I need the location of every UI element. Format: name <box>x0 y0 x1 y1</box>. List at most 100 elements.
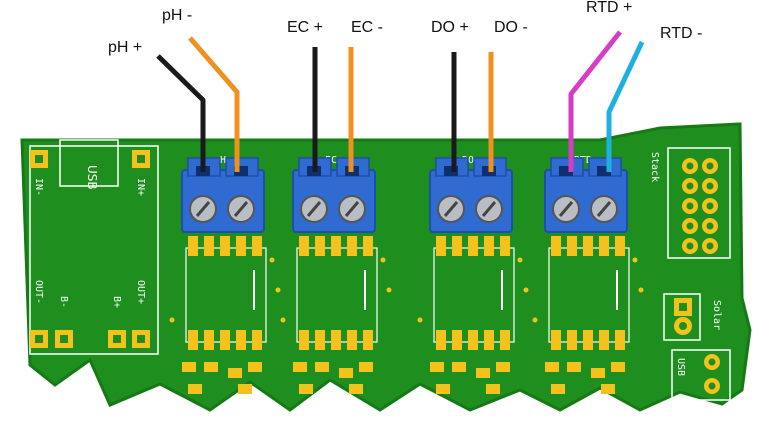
chip-pad <box>500 330 510 350</box>
chip-pad <box>188 236 198 256</box>
wire-line <box>188 36 240 172</box>
chip-pad <box>551 330 561 350</box>
chip-pad <box>188 330 198 350</box>
wire-doplus: DO + <box>431 19 469 172</box>
chip-pad <box>567 236 577 256</box>
screw-terminal-icon <box>429 157 513 233</box>
silk-usb-small: USB <box>675 358 686 376</box>
chip-pad <box>452 236 462 256</box>
channel-ec: EC <box>280 155 392 394</box>
chip-pad <box>468 330 478 350</box>
silk-b-minus: B- <box>58 296 69 308</box>
via <box>275 287 281 293</box>
wire-dominus: DO - <box>488 19 528 172</box>
chip-pad <box>363 330 373 350</box>
screw-terminal-icon <box>292 157 376 233</box>
chip-pad <box>500 236 510 256</box>
chip-pad <box>236 236 246 256</box>
wire-label: pH + <box>108 39 142 56</box>
wire-line <box>156 54 206 172</box>
wire-line <box>606 40 645 172</box>
wire-label: DO - <box>494 19 528 36</box>
wire-label: pH - <box>162 7 192 24</box>
wire-phplus: pH + <box>108 39 206 172</box>
chip-pad <box>363 236 373 256</box>
stack-header <box>667 147 731 259</box>
chip-pad <box>484 236 494 256</box>
channel-do: DO <box>417 155 529 394</box>
silk-stack: Stack <box>649 152 660 182</box>
chip-pad <box>220 330 230 350</box>
screw-terminal-icon <box>181 157 265 233</box>
silk-in-minus: IN- <box>33 178 44 196</box>
smd-components <box>545 362 625 394</box>
via <box>638 287 644 293</box>
chip-pad <box>615 330 625 350</box>
chip-pad <box>236 330 246 350</box>
chip-pad <box>299 330 309 350</box>
chip-pad <box>583 330 593 350</box>
chip-pad <box>452 330 462 350</box>
via <box>417 317 423 323</box>
via <box>280 317 286 323</box>
via <box>517 257 523 263</box>
silk-out-minus: OUT- <box>33 280 44 304</box>
chip-pad <box>347 236 357 256</box>
smd-components <box>293 362 373 394</box>
power-module <box>29 139 159 355</box>
usb-small-connector <box>671 349 731 401</box>
wire-ecplus: EC + <box>287 19 323 172</box>
via <box>169 317 175 323</box>
chip-pad <box>220 236 230 256</box>
wire-line <box>568 30 622 172</box>
smd-components <box>430 362 510 394</box>
solar-connector <box>663 293 701 341</box>
chip-pad <box>204 236 214 256</box>
chip-pad <box>436 330 446 350</box>
chip-pad <box>315 330 325 350</box>
chip-pad <box>252 330 262 350</box>
chip-pad <box>551 236 561 256</box>
silk-b-plus: B+ <box>111 296 122 308</box>
wire-ecminus: EC - <box>348 19 383 172</box>
wire-rtdplus: RTD + <box>568 0 632 172</box>
wire-label: DO + <box>431 19 469 36</box>
usb-connector <box>59 139 119 187</box>
via <box>523 287 529 293</box>
via <box>632 257 638 263</box>
silk-out-plus: OUT+ <box>135 280 146 304</box>
chip-pad <box>315 236 325 256</box>
chip-pad <box>599 236 609 256</box>
wire-label: EC + <box>287 19 323 36</box>
via <box>380 257 386 263</box>
chip-pad <box>615 236 625 256</box>
wire-label: RTD - <box>660 25 702 42</box>
wire-phminus: pH - <box>162 7 240 172</box>
stack-header-outline <box>667 147 731 259</box>
wire-label: EC - <box>351 19 383 36</box>
chip-pad <box>583 236 593 256</box>
silk-solar: Solar <box>711 300 722 330</box>
screw-terminal-icon <box>544 157 628 233</box>
chip-pad <box>299 236 309 256</box>
wire-label: RTD + <box>586 0 632 16</box>
chip-pad <box>331 330 341 350</box>
silk-in-plus: IN+ <box>135 178 146 196</box>
silk-usb: USB <box>85 165 99 190</box>
chip-pad <box>468 236 478 256</box>
wire-rtdminus: RTD - <box>606 25 702 172</box>
via <box>386 287 392 293</box>
chip-pad <box>204 330 214 350</box>
chip-pad <box>252 236 262 256</box>
chip-pad <box>436 236 446 256</box>
via <box>269 257 275 263</box>
chip-pad <box>484 330 494 350</box>
chip-pad <box>567 330 577 350</box>
chip-pad <box>331 236 341 256</box>
smd-components <box>182 362 262 394</box>
chip-pad <box>599 330 609 350</box>
power-module-outline <box>29 145 159 355</box>
channel-rtd: RTD <box>532 155 644 394</box>
pcb-board <box>20 122 752 412</box>
